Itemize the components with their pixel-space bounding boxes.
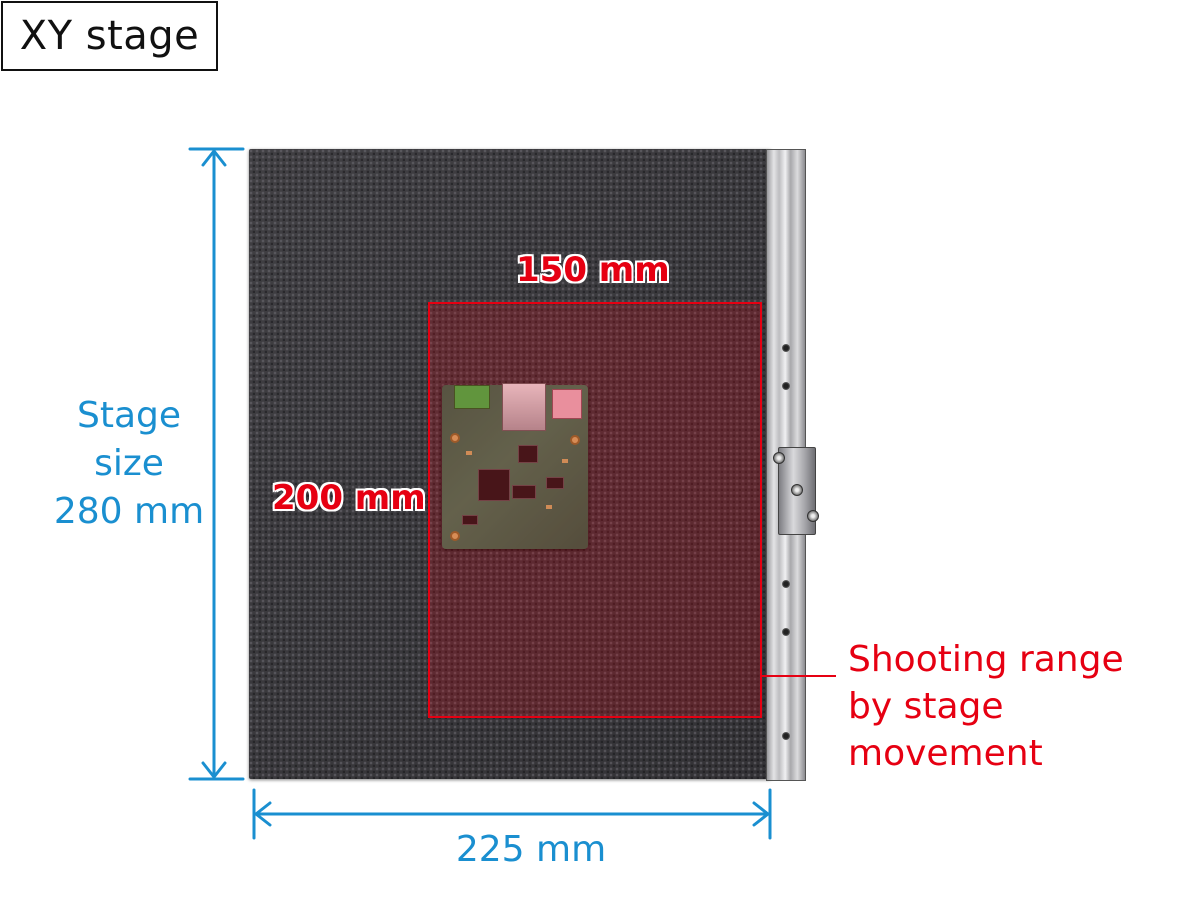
rail-hole xyxy=(782,344,790,352)
range-height-label: 200 mm xyxy=(272,478,426,518)
shooting-range-box xyxy=(428,302,762,718)
power-connector xyxy=(552,389,582,419)
solder-pad xyxy=(562,459,568,463)
shooting-range-callout: Shooting range by stage movement xyxy=(848,636,1188,777)
height-arrow-bottom xyxy=(201,761,227,779)
ic-chip xyxy=(546,477,564,489)
carriage-screw xyxy=(807,510,819,522)
solder-pad xyxy=(546,505,552,509)
carriage-screw xyxy=(791,484,803,496)
range-width-label: 150 mm xyxy=(516,250,670,290)
mount-hole xyxy=(570,435,580,445)
rail-hole xyxy=(782,382,790,390)
stage-size-line1: Stage xyxy=(76,395,182,436)
mount-hole xyxy=(450,531,460,541)
terminal-connector xyxy=(454,385,490,409)
stage-size-line2: size xyxy=(94,443,164,484)
carriage-screw xyxy=(773,452,785,464)
page-title: XY stage xyxy=(1,1,218,71)
solder-pad xyxy=(466,451,472,455)
callout-line1: Shooting range xyxy=(848,639,1124,680)
pcb-sample xyxy=(442,383,588,549)
ic-chip xyxy=(462,515,478,525)
stage-size-label: Stage size 280 mm xyxy=(44,392,214,536)
rail-hole xyxy=(782,732,790,740)
ethernet-port xyxy=(502,383,546,431)
rail-hole xyxy=(782,580,790,588)
callout-line3: movement xyxy=(848,733,1043,774)
height-arrow-top xyxy=(201,149,227,167)
rail-hole xyxy=(782,628,790,636)
stage-carriage xyxy=(773,447,819,535)
processor-chip xyxy=(478,469,510,501)
ic-chip xyxy=(512,485,536,499)
stage-width-label: 225 mm xyxy=(455,829,607,870)
callout-line2: by stage xyxy=(848,686,1004,727)
stage-size-line3: 280 mm xyxy=(53,491,205,532)
mount-hole xyxy=(450,433,460,443)
ic-chip xyxy=(518,445,538,463)
width-arrow-right xyxy=(752,801,770,827)
width-arrow-left xyxy=(254,801,272,827)
